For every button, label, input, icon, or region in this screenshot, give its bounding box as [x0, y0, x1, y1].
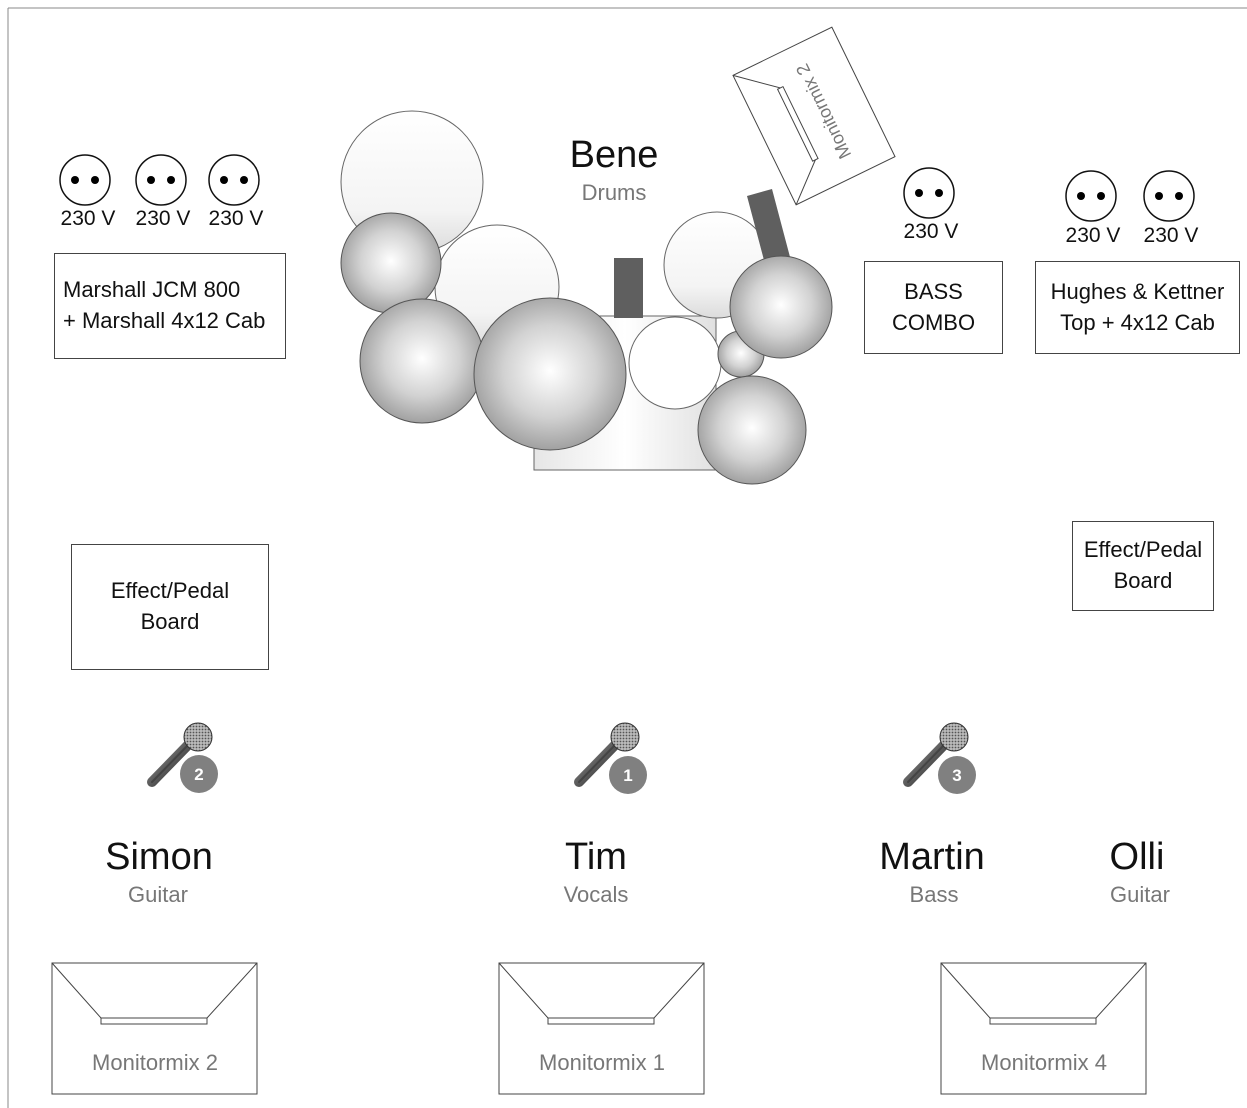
power-socket-icon: [1065, 170, 1117, 222]
voltage-label: 230 V: [135, 207, 191, 230]
monitor-label: Monitormix 4: [981, 1050, 1107, 1075]
floor-tom-icon: [359, 298, 485, 424]
power-socket-icon: [208, 154, 260, 206]
pedal-board-label: Effect/Pedal: [110, 578, 230, 604]
pedal-board-left: Effect/Pedal Board: [71, 544, 269, 670]
voltage-label: 230 V: [60, 207, 116, 230]
drummer-name: Bene: [569, 134, 659, 176]
monitor-label: Monitormix 2: [92, 1050, 218, 1075]
hihat-stand-icon: [614, 258, 643, 318]
pedal-board-label: Board: [140, 609, 200, 634]
mic-number: 1: [623, 766, 632, 785]
power-socket-icon: [903, 167, 955, 219]
pedal-board-label: Board: [1113, 568, 1173, 593]
floor-monitor-wedge: Monitormix 2: [51, 962, 258, 1095]
drum-monitor-wedge: Monitormix 2: [732, 26, 896, 206]
performer-role: Guitar: [1110, 882, 1170, 907]
amp-label: BASS: [904, 278, 963, 304]
voltage-label: 230 V: [208, 207, 264, 230]
voltage-label: 230 V: [1143, 224, 1199, 247]
floor-tom-icon: [697, 375, 807, 485]
performer-role: Bass: [909, 882, 959, 907]
performer-name: Olli: [1109, 836, 1165, 878]
power-socket-icon: [135, 154, 187, 206]
bass-drum-icon: [473, 297, 627, 451]
bass-combo-box: BASS COMBO: [864, 261, 1003, 354]
microphone-icon: 3: [903, 722, 976, 794]
mic-number: 3: [952, 766, 961, 785]
marshall-amp-box: Marshall JCM 800 + Marshall 4x12 Cab: [54, 253, 286, 359]
cymbal-stand-icon: [747, 189, 790, 264]
amp-label: + Marshall 4x12 Cab: [63, 308, 266, 333]
microphone-icon: 1: [574, 722, 647, 794]
monitor-label: Monitormix 1: [539, 1050, 665, 1075]
performer-name: Tim: [565, 836, 627, 878]
microphone-icon: 2: [147, 722, 218, 793]
performer-name: Simon: [105, 836, 213, 878]
voltage-label: 230 V: [903, 220, 959, 243]
power-socket-icon: [59, 154, 111, 206]
floor-monitor-wedge: Monitormix 1: [498, 962, 705, 1095]
snare-drum-icon: [628, 316, 722, 410]
floor-monitor-wedge: Monitormix 4: [940, 962, 1147, 1095]
tom-drum-icon: [340, 212, 442, 314]
hughes-kettner-box: Hughes & Kettner Top + 4x12 Cab: [1035, 261, 1240, 354]
rack-tom-icon: [729, 255, 833, 359]
performer-name: Martin: [879, 836, 985, 878]
pedal-board-right: Effect/Pedal Board: [1072, 521, 1214, 611]
amp-label: COMBO: [891, 309, 976, 335]
performer-role: Vocals: [563, 882, 629, 907]
voltage-label: 230 V: [1065, 224, 1121, 247]
performer-role: Guitar: [128, 882, 188, 907]
amp-label: Hughes & Kettner: [1050, 278, 1225, 304]
pedal-board-label: Effect/Pedal: [1083, 537, 1203, 563]
amp-label: Top + 4x12 Cab: [1060, 309, 1215, 335]
mic-number: 2: [194, 765, 203, 784]
power-socket-icon: [1143, 170, 1195, 222]
drummer-role: Drums: [581, 180, 647, 205]
amp-label: Marshall JCM 800: [63, 277, 241, 303]
